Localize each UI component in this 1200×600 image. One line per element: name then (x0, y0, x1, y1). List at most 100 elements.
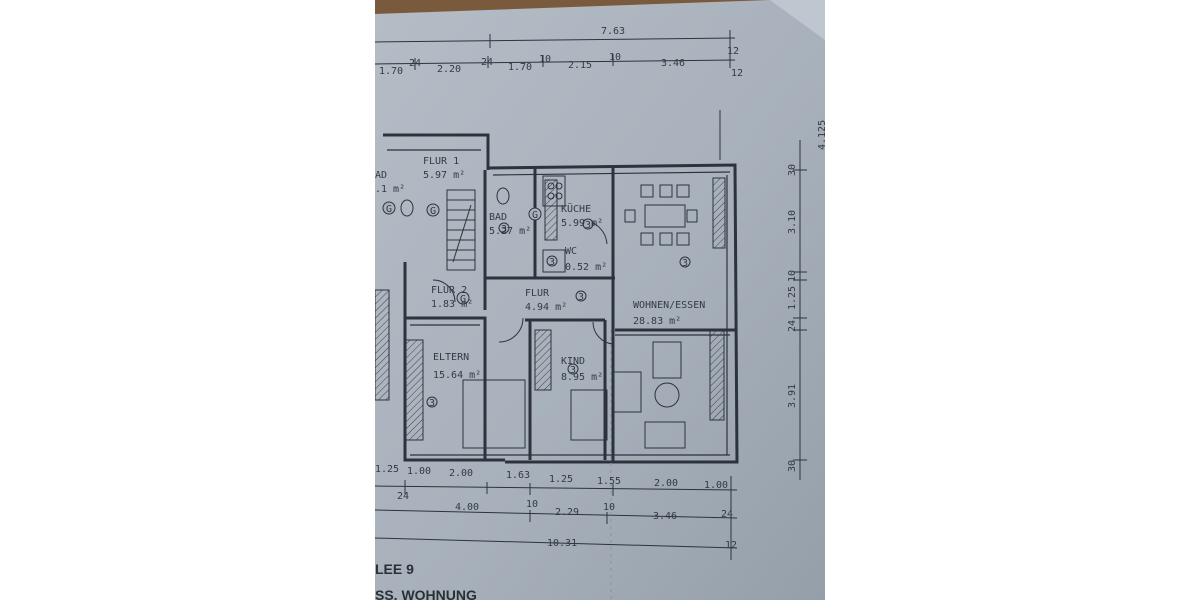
dim-bottom-2: 1.00 (407, 466, 431, 477)
dim-bottom-6: 1.55 (597, 476, 621, 487)
room-bad-left-name: AD (375, 170, 387, 181)
socket-marker-label: 3 (682, 258, 688, 269)
room-flur1-name: FLUR 1 (423, 156, 459, 167)
socket-marker-label: 3 (570, 365, 576, 376)
gas-markers (382, 201, 542, 305)
dim-right-5: 24 (787, 320, 798, 332)
wall-hatching (375, 177, 726, 441)
dim-bottom-8: 1.00 (704, 480, 728, 491)
chair (640, 184, 654, 198)
paper-curl (770, 0, 825, 40)
socket-marker-labels: 3 3 3 3 3 3 3 (429, 220, 688, 409)
socket-marker-label: 3 (585, 220, 591, 231)
socket-marker-label: 3 (501, 224, 507, 235)
shower (542, 249, 566, 273)
single-bed (570, 389, 608, 441)
dim-bottom2-6: 3.46 (653, 511, 677, 522)
chair (676, 232, 690, 246)
dim-bottom2-1: 24 (397, 491, 409, 502)
room-bad-area: 5.27 m² (489, 226, 531, 237)
dim-top-7: 2.15 (568, 60, 592, 71)
room-kind-name: KIND (561, 356, 585, 367)
room-wohnen-name: WOHNEN/ESSEN (633, 300, 705, 311)
dim-top-10: 12 (727, 46, 739, 57)
socket-marker-label: 3 (549, 257, 555, 268)
dim-bottom-4: 1.63 (506, 470, 530, 481)
chair (624, 209, 636, 223)
dim-right-1: 30 (787, 164, 798, 176)
dim-bottom2-4: 2.29 (555, 507, 579, 518)
dim-bottom2-2: 4.00 (455, 502, 479, 513)
dim-right-7: 30 (787, 460, 798, 472)
double-bed (462, 379, 526, 449)
furniture (400, 175, 698, 449)
dim-top-1: 1.70 (379, 66, 403, 77)
floor-plan-drawing: 7.63 1.70 24 2.20 24 1.70 10 2.15 10 3.4… (375, 0, 825, 600)
room-eltern-name: ELTERN (433, 352, 469, 363)
room-flur2-name: FLUR 2 (431, 285, 467, 296)
drawing-title: LEE 9 (375, 561, 414, 577)
floor-plan-photo: 7.63 1.70 24 2.20 24 1.70 10 2.15 10 3.4… (375, 0, 825, 600)
room-flur2-area: 1.83 m² (431, 299, 473, 310)
gas-marker-labels: G G G G (386, 204, 538, 305)
dim-top-4: 24 (481, 57, 493, 68)
dim-bottom-right-small: 12 (725, 540, 737, 551)
coffee-table (654, 382, 680, 408)
chair (640, 232, 654, 246)
dim-right-2: 3.10 (787, 210, 798, 234)
right-dimension-lines (793, 140, 807, 480)
dim-top-right-small: 12 (731, 68, 743, 79)
dim-right-6: 3.91 (787, 384, 798, 408)
gas-marker-label: G (532, 210, 538, 221)
room-wc-area: 0.52 m² (565, 262, 607, 273)
chair (686, 209, 698, 223)
top-dimension-lines (375, 30, 736, 160)
dim-top-total: 7.63 (601, 26, 625, 37)
dim-top-5: 1.70 (508, 62, 532, 73)
room-eltern-area: 15.64 m² (433, 370, 481, 381)
dim-top-9: 3.46 (661, 58, 685, 69)
socket-marker-label: 3 (578, 292, 584, 303)
room-kind-area: 8.95 m² (561, 372, 603, 383)
armchair (612, 371, 642, 413)
gas-marker-label: G (386, 204, 392, 215)
chair (659, 184, 673, 198)
chair (659, 232, 673, 246)
dim-right-4: 1.25 (787, 286, 798, 310)
chair (676, 184, 690, 198)
dim-bottom-total: 10.31 (547, 538, 577, 549)
dim-top-6: 10 (539, 54, 551, 65)
dim-right-3: 10 (787, 270, 798, 282)
gas-marker-label: G (430, 206, 436, 217)
socket-marker-label: 3 (429, 398, 435, 409)
dim-bottom-1: 1.25 (375, 464, 399, 475)
room-bad-name: BAD (489, 212, 507, 223)
dim-right-partial: 4.125 (817, 120, 825, 150)
drawing-subtitle: SS. WOHNUNG (375, 587, 477, 600)
room-wohnen-area: 28.83 m² (633, 316, 681, 327)
walls (383, 133, 739, 464)
room-flur-name: FLUR (525, 288, 550, 299)
room-kueche-area: 5.99 m² (561, 218, 603, 229)
dim-bottom2-3: 10 (526, 499, 538, 510)
dim-bottom2-5: 10 (603, 502, 615, 513)
staircase (446, 189, 476, 271)
stove (542, 175, 566, 207)
gas-marker-label: G (460, 294, 466, 305)
armchair (652, 341, 682, 379)
toilet (400, 199, 414, 217)
dim-bottom-3: 2.00 (449, 468, 473, 479)
inner-lines (387, 149, 731, 456)
room-flur1-area: 5.97 m² (423, 170, 465, 181)
dim-top-8: 10 (609, 52, 621, 63)
toilet (496, 187, 510, 205)
dim-top-3: 2.20 (437, 64, 461, 75)
dim-bottom-5: 1.25 (549, 474, 573, 485)
dim-bottom-7: 2.00 (654, 478, 678, 489)
room-wc-name: WC (565, 246, 577, 257)
dining-table (644, 204, 686, 228)
room-kueche-name: KÜCHE (561, 202, 591, 215)
bottom-dimension-lines (375, 476, 738, 560)
room-bad-left-area: .1 m² (375, 184, 405, 195)
dim-top-2: 24 (409, 58, 421, 69)
